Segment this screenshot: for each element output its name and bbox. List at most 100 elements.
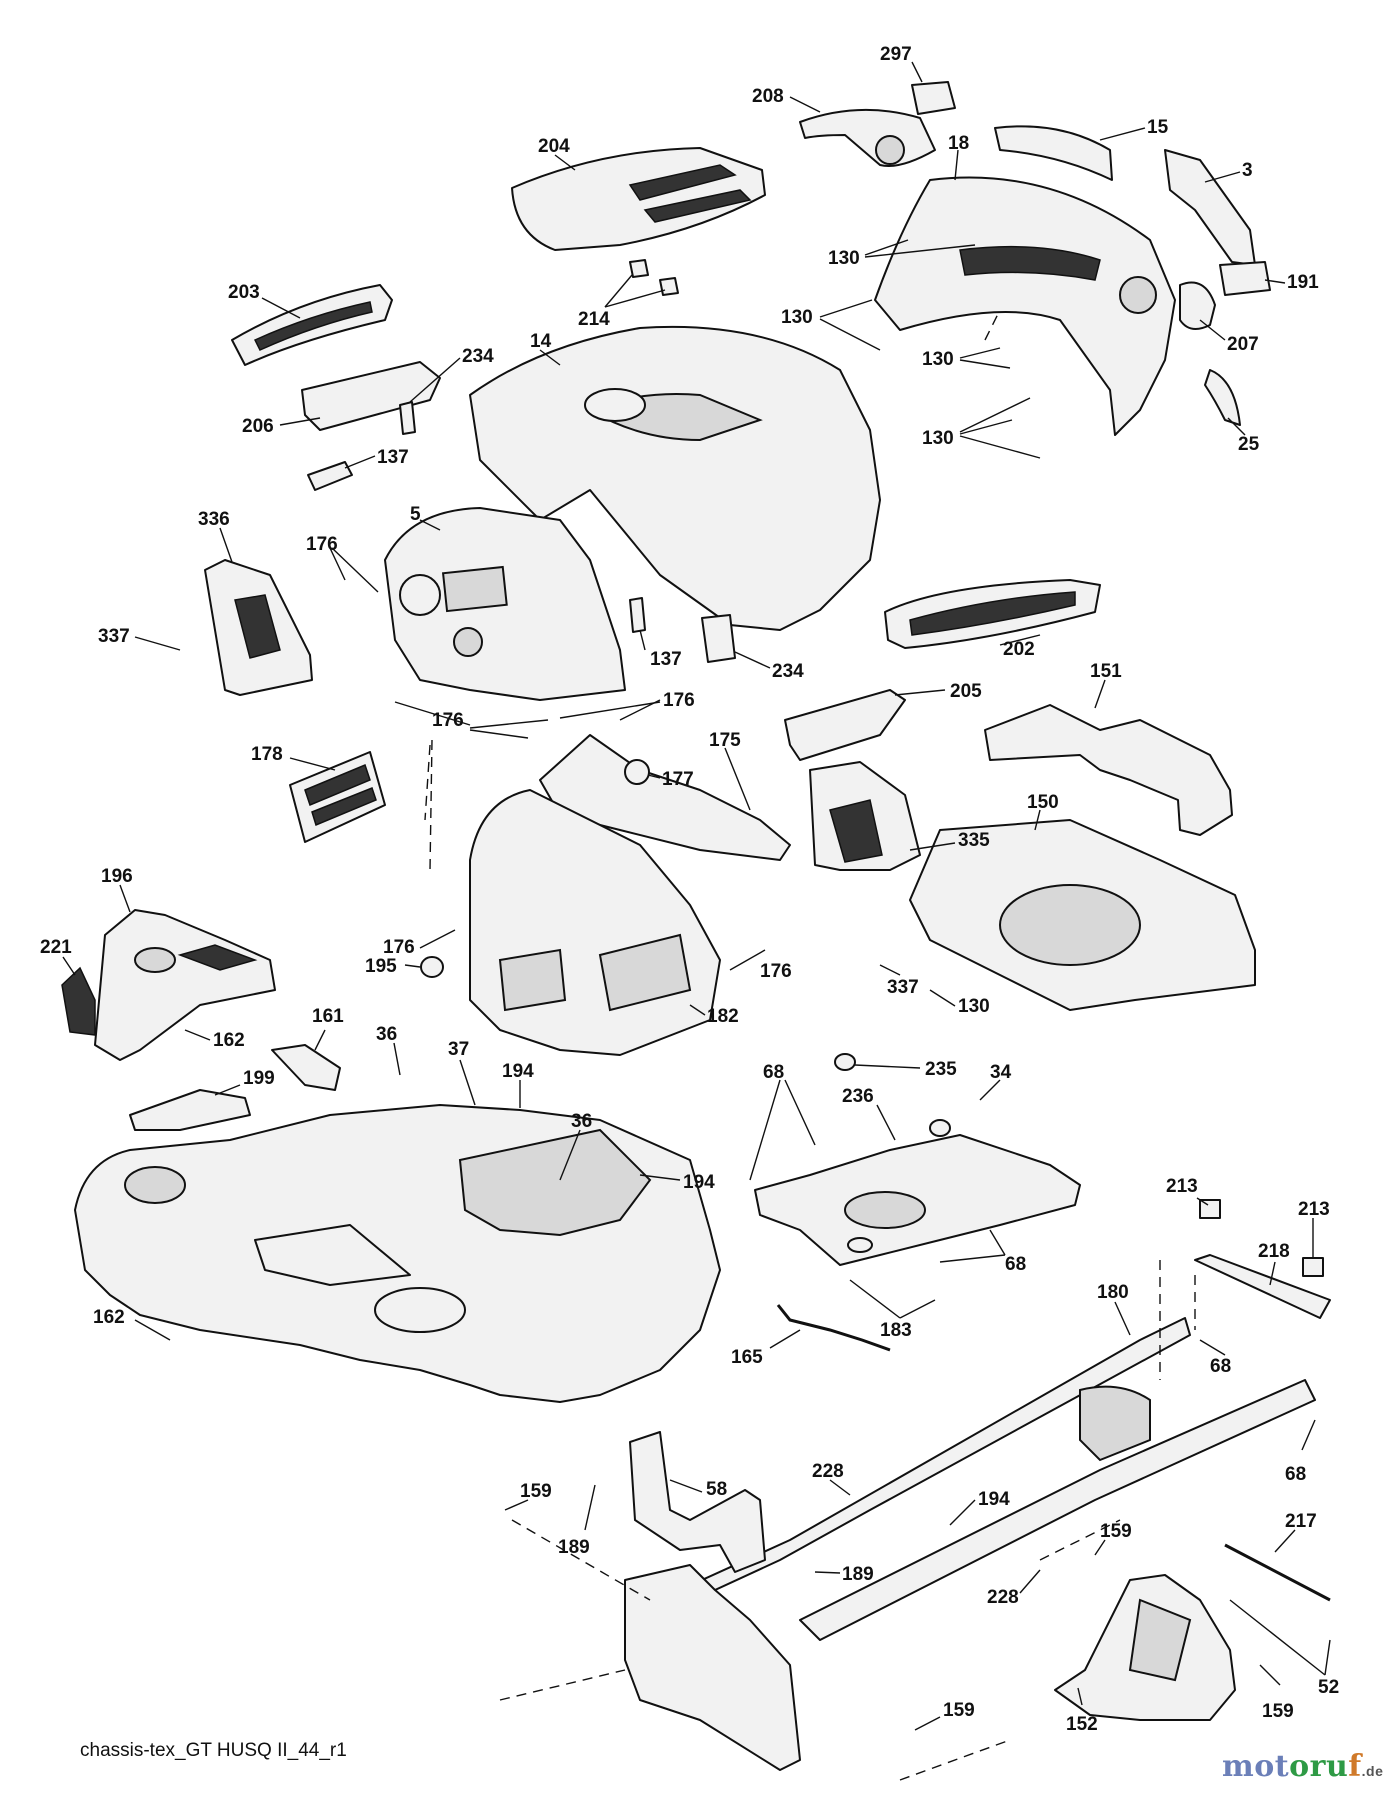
- part-58: [629, 1431, 766, 1573]
- callout-195: 195: [365, 956, 421, 977]
- svg-text:235: 235: [925, 1059, 957, 1080]
- callout-236: 236: [842, 1086, 896, 1141]
- callout-202: 202: [999, 634, 1041, 660]
- svg-text:337: 337: [98, 626, 130, 647]
- part-180: [624, 1317, 1316, 1641]
- callout-175: 175: [709, 730, 751, 811]
- part-137-b: [629, 597, 646, 633]
- callout-213-a: 213: [1166, 1176, 1209, 1206]
- svg-text:337: 337: [887, 977, 919, 998]
- part-335: [809, 761, 921, 871]
- svg-text:68: 68: [1210, 1356, 1231, 1377]
- callout-15: 15: [1099, 117, 1169, 141]
- part-150: [909, 819, 1256, 1011]
- svg-text:152: 152: [1066, 1714, 1098, 1735]
- svg-text:58: 58: [706, 1479, 727, 1500]
- svg-text:203: 203: [228, 282, 260, 303]
- callout-68-c: 68: [1199, 1339, 1231, 1377]
- callout-206: 206: [242, 416, 321, 437]
- callout-196: 196: [101, 866, 133, 913]
- callout-176-c: 176: [394, 701, 549, 739]
- svg-text:214: 214: [578, 309, 610, 330]
- callout-297: 297: [880, 44, 923, 83]
- svg-text:180: 180: [1097, 1282, 1129, 1303]
- callout-228-b: 228: [987, 1569, 1041, 1608]
- svg-text:178: 178: [251, 744, 283, 765]
- svg-text:151: 151: [1090, 661, 1122, 682]
- callout-204: 204: [538, 136, 576, 171]
- callout-177: 177: [647, 769, 694, 790]
- callout-189-a: 189: [558, 1484, 596, 1558]
- svg-text:68: 68: [1005, 1254, 1026, 1275]
- svg-text:205: 205: [950, 681, 982, 702]
- svg-text:335: 335: [958, 830, 990, 851]
- callout-207: 207: [1199, 319, 1259, 355]
- svg-text:130: 130: [781, 307, 813, 328]
- callout-203: 203: [228, 282, 301, 319]
- svg-text:176: 176: [306, 534, 338, 555]
- callout-130-b: 130: [781, 299, 881, 351]
- svg-text:228: 228: [987, 1587, 1019, 1608]
- svg-text:52: 52: [1318, 1677, 1339, 1698]
- callout-335: 335: [909, 830, 990, 851]
- callout-18: 18: [948, 133, 969, 181]
- part-15: [994, 125, 1113, 181]
- part-217: [1224, 1543, 1331, 1602]
- svg-text:189: 189: [842, 1564, 874, 1585]
- brand-part-1: mot: [1222, 1749, 1290, 1784]
- part-177: [624, 759, 650, 785]
- part-178: [289, 751, 386, 843]
- svg-text:18: 18: [948, 133, 969, 154]
- part-234-b: [701, 614, 736, 663]
- callout-183: 183: [849, 1279, 936, 1341]
- svg-text:177: 177: [662, 769, 694, 790]
- svg-text:218: 218: [1258, 1241, 1290, 1262]
- part-234-a: [399, 401, 416, 435]
- svg-text:217: 217: [1285, 1511, 1317, 1532]
- callout-228-a: 228: [812, 1461, 851, 1496]
- callout-217: 217: [1274, 1511, 1317, 1553]
- svg-text:234: 234: [462, 346, 494, 367]
- part-207: [1179, 281, 1216, 330]
- callout-162-a: 162: [184, 1029, 245, 1051]
- svg-text:25: 25: [1238, 434, 1260, 455]
- svg-text:159: 159: [1100, 1521, 1132, 1542]
- svg-text:195: 195: [365, 956, 397, 977]
- part-199: [129, 1089, 251, 1131]
- callout-137-b: 137: [639, 629, 682, 670]
- callout-176-a: 176: [306, 534, 379, 593]
- part-203: [231, 284, 393, 366]
- svg-text:206: 206: [242, 416, 274, 437]
- callout-221: 221: [40, 937, 76, 976]
- callout-58: 58: [669, 1479, 727, 1500]
- svg-text:176: 176: [383, 937, 415, 958]
- callout-178: 178: [251, 744, 336, 771]
- part-34: [754, 1134, 1081, 1266]
- svg-text:36: 36: [571, 1111, 592, 1132]
- callout-68-a: 68: [749, 1062, 816, 1181]
- svg-text:336: 336: [198, 509, 230, 530]
- callout-176-d: 176: [383, 929, 456, 958]
- callout-130-e: 130: [929, 989, 990, 1017]
- svg-text:208: 208: [752, 86, 784, 107]
- callout-161: 161: [312, 1006, 344, 1051]
- callout-159-d: 159: [914, 1700, 975, 1731]
- svg-text:159: 159: [1262, 1701, 1294, 1722]
- callout-36-b: 36: [559, 1111, 592, 1181]
- part-front-frame: [624, 1564, 801, 1771]
- diagram-caption: chassis-tex_GT HUSQ II_44_r1: [80, 1740, 347, 1761]
- svg-text:182: 182: [707, 1006, 739, 1027]
- part-221: [61, 966, 96, 1036]
- svg-text:175: 175: [709, 730, 741, 751]
- part-182: [469, 789, 721, 1056]
- svg-text:207: 207: [1227, 334, 1259, 355]
- part-214: [629, 259, 679, 296]
- svg-text:213: 213: [1298, 1199, 1330, 1220]
- svg-text:176: 176: [432, 710, 464, 731]
- callout-130-d: 130: [922, 397, 1041, 459]
- callout-37: 37: [448, 1039, 476, 1106]
- svg-text:162: 162: [93, 1307, 125, 1328]
- part-218: [1194, 1254, 1331, 1319]
- callout-25: 25: [1227, 417, 1260, 455]
- brand-logo[interactable]: motoruf.de: [1222, 1749, 1383, 1784]
